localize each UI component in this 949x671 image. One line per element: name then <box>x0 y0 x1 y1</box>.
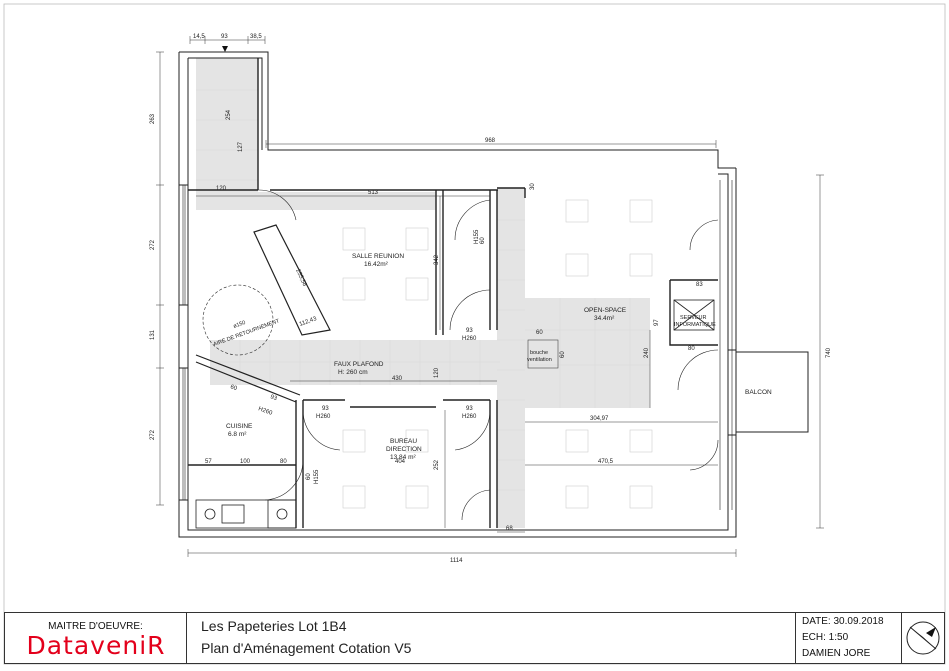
dim-60e: 60 <box>229 384 238 392</box>
ceiling-lights <box>342 199 653 509</box>
room-label-faux-plafond: FAUX PLAFOND <box>334 361 384 368</box>
room-area-open-space: 34.4m² <box>594 315 615 322</box>
compass-icon <box>906 621 940 655</box>
room-label-serveur: SERVEUR <box>680 315 707 321</box>
dim-h155b: H155 <box>314 469 320 484</box>
dim-93b: 93 <box>322 406 329 412</box>
dim-top-a: 14,5 <box>193 34 205 40</box>
dim-83: 83 <box>696 282 703 288</box>
north-arrow <box>902 613 944 663</box>
dim-left-272b: 272 <box>150 429 156 440</box>
dim-top-b: 93 <box>221 34 228 40</box>
balcony-outline <box>736 351 809 433</box>
room-label-balcon: BALCON <box>745 389 772 396</box>
ventilation-box <box>527 339 559 369</box>
owner-label: MAITRE D'OEUVRE: <box>48 621 143 632</box>
dim-93d: 93 <box>269 394 278 402</box>
dim-470: 470,5 <box>598 459 614 465</box>
dim-80: 80 <box>280 459 287 465</box>
dim-112: 112,43 <box>299 316 319 328</box>
room-label-bureau: BUREAU <box>390 438 417 445</box>
title-block: MAITRE D'OEUVRE: DataveniR Les Papeterie… <box>4 612 945 664</box>
datavenir-logo: DataveniR <box>26 631 166 660</box>
dim-342: 342 <box>434 254 440 265</box>
room-label-direction: DIRECTION <box>386 446 422 453</box>
label-ventilation: ventilation <box>527 357 552 363</box>
room-height-faux-plafond: H: 260 cm <box>338 369 368 376</box>
dim-430: 430 <box>392 376 403 382</box>
angled-wall <box>195 224 331 403</box>
dim-60a: 60 <box>480 237 486 244</box>
dim-top-c: 38,5 <box>250 34 262 40</box>
dim-h260a: H260 <box>462 336 477 342</box>
drawing-scale: ECH: 1:50 <box>802 632 849 643</box>
windows <box>182 180 733 510</box>
dim-h260b: H260 <box>316 414 331 420</box>
dim-93c: 93 <box>466 406 473 412</box>
entrance-marker <box>222 46 228 52</box>
dim-80b: 80 <box>688 346 695 352</box>
dim-127: 127 <box>238 141 244 152</box>
exterior-walls <box>178 51 737 538</box>
dim-254: 254 <box>226 109 232 120</box>
dim-120: 120 <box>216 186 227 192</box>
dim-100: 100 <box>240 459 251 465</box>
dim-57: 57 <box>205 459 212 465</box>
server-cabinet <box>673 299 715 331</box>
ceiling-hatch-areas <box>196 58 650 528</box>
label-bouche: bouche <box>530 350 548 356</box>
dim-97: 97 <box>654 319 660 326</box>
drawing-date: DATE: 30.09.2018 <box>802 616 884 627</box>
room-area-cuisine: 6.8 m² <box>228 431 247 438</box>
project-title: Les Papeteries Lot 1B4 <box>201 618 347 634</box>
drawing-author: DAMIEN JORE <box>802 648 871 659</box>
room-area-salle-reunion: 16.42m² <box>364 261 389 268</box>
room-label-cuisine: CUISINE <box>226 423 253 430</box>
dim-304: 304,97 <box>590 416 609 422</box>
dim-68: 68 <box>506 526 513 532</box>
title-block-owner: MAITRE D'OEUVRE: DataveniR <box>5 613 187 663</box>
room-area-bureau: 13.84 m² <box>390 454 416 461</box>
room-label-open-space: OPEN-SPACE <box>584 307 627 314</box>
sheet-border <box>3 3 946 665</box>
room-label-salle-reunion: SALLE REUNION <box>352 253 404 260</box>
dim-404: 404 <box>395 459 406 465</box>
room-label-informatique: INFORMATIQUE <box>674 322 716 328</box>
dim-left-131: 131 <box>150 329 156 340</box>
dim-252: 252 <box>434 459 440 470</box>
dim-left-272a: 272 <box>150 239 156 250</box>
door-swings <box>202 189 719 521</box>
dim-left-263: 263 <box>150 113 156 124</box>
dim-120b: 120 <box>434 367 440 378</box>
tile-grid <box>196 89 650 491</box>
label-diam-150: ø150 <box>233 320 247 330</box>
interior-walls <box>188 58 718 528</box>
dim-30: 30 <box>530 183 536 190</box>
dim-right-740: 740 <box>826 347 832 358</box>
dimension-lines <box>156 36 824 557</box>
dim-total-1114: 1114 <box>450 558 463 564</box>
dim-h155: H155 <box>474 229 480 244</box>
dim-60c: 60 <box>536 330 543 336</box>
dim-513: 513 <box>368 190 379 196</box>
dim-255: 255,58 <box>294 268 307 288</box>
dim-240: 240 <box>644 347 650 358</box>
dim-h260d: H260 <box>257 406 273 417</box>
title-block-info: DATE: 30.09.2018 ECH: 1:50 DAMIEN JORE <box>796 613 902 663</box>
kitchen-fixtures <box>195 499 297 529</box>
dim-60d: 60 <box>560 351 566 358</box>
project-subtitle: Plan d'Aménagement Cotation V5 <box>201 640 412 656</box>
dim-h260c: H260 <box>462 414 477 420</box>
dim-93a: 93 <box>466 328 473 334</box>
dim-total-968: 968 <box>485 138 496 144</box>
title-block-project: Les Papeteries Lot 1B4 Plan d'Aménagemen… <box>187 613 796 663</box>
dim-60b: 60 <box>306 473 312 480</box>
